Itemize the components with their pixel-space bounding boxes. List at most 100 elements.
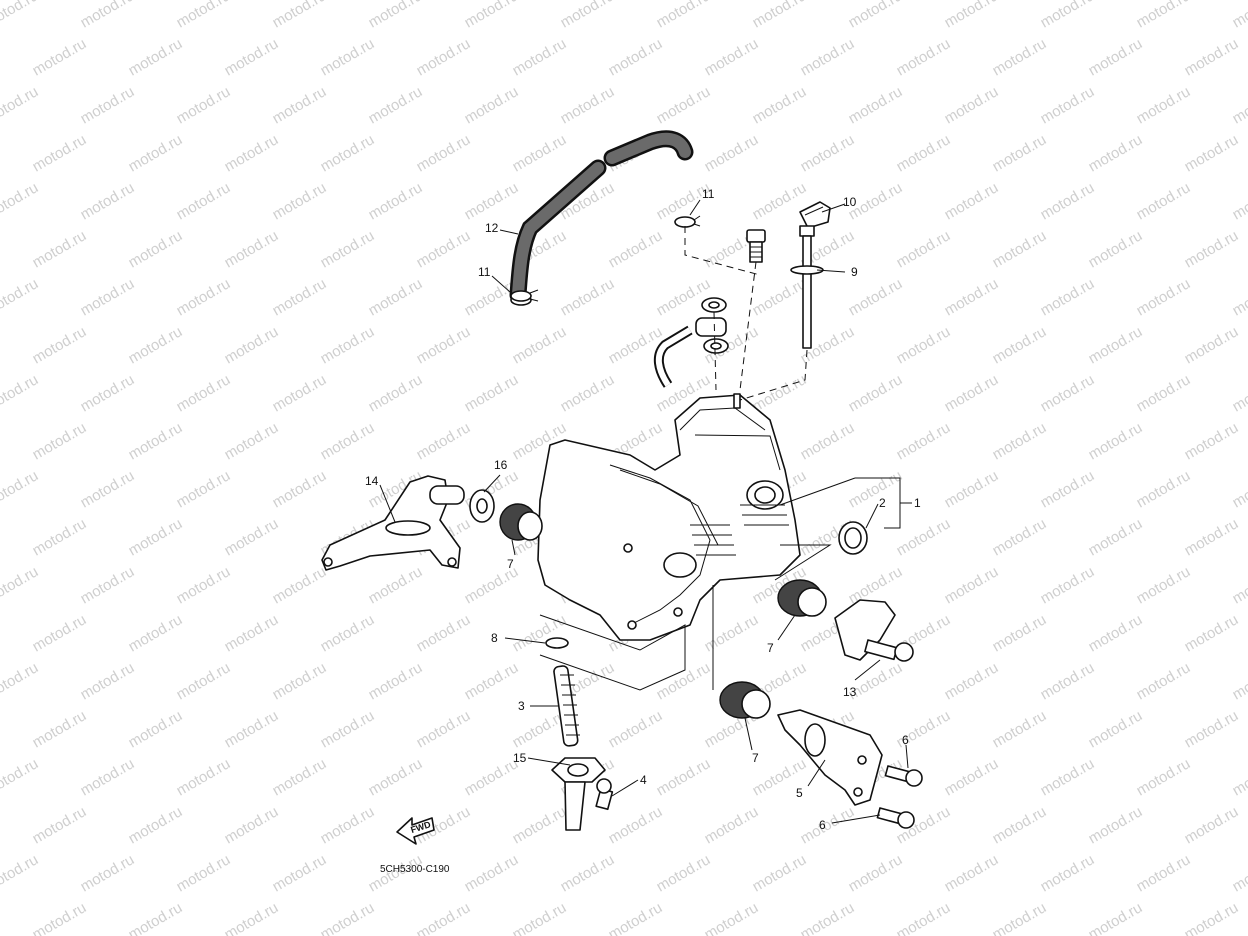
watermark-text: motod.ru bbox=[270, 371, 330, 415]
watermark-text: motod.ru bbox=[222, 35, 282, 79]
watermark-text: motod.ru bbox=[30, 515, 90, 559]
watermark-text: motod.ru bbox=[366, 755, 426, 799]
watermark-text: motod.ru bbox=[750, 371, 810, 415]
watermark-text: motod.ru bbox=[126, 707, 186, 751]
watermark-text: motod.ru bbox=[1230, 659, 1248, 703]
watermark-text: motod.ru bbox=[846, 371, 906, 415]
watermark-text: motod.ru bbox=[1086, 419, 1146, 463]
watermark-text: motod.ru bbox=[846, 467, 906, 511]
watermark-text: motod.ru bbox=[1038, 0, 1098, 31]
watermark-text: motod.ru bbox=[1134, 275, 1194, 319]
assembly-lines bbox=[684, 226, 808, 401]
watermark-text: motod.ru bbox=[30, 131, 90, 175]
watermark-text: motod.ru bbox=[270, 0, 330, 31]
watermark-text: motod.ru bbox=[606, 707, 666, 751]
watermark-text: motod.ru bbox=[270, 179, 330, 223]
watermark-text: motod.ru bbox=[942, 851, 1002, 895]
callout-4: 4 bbox=[640, 773, 647, 787]
callout-6-upper: 6 bbox=[902, 733, 909, 747]
watermark-text: motod.ru bbox=[78, 0, 138, 31]
watermark-text: motod.ru bbox=[270, 467, 330, 511]
watermark-text: motod.ru bbox=[1230, 851, 1248, 895]
watermark-text: motod.ru bbox=[0, 659, 41, 703]
watermark-text: motod.ru bbox=[126, 803, 186, 847]
watermark-text: motod.ru bbox=[1086, 227, 1146, 271]
watermark-text: motod.ru bbox=[270, 659, 330, 703]
watermark-text: motod.ru bbox=[30, 803, 90, 847]
watermark-text: motod.ru bbox=[990, 323, 1050, 367]
watermark-text: motod.ru bbox=[222, 899, 282, 936]
group-brackets bbox=[539, 477, 912, 691]
watermark-text: motod.ru bbox=[990, 515, 1050, 559]
watermark-text: motod.ru bbox=[174, 275, 234, 319]
strainer-pipe-part bbox=[553, 665, 580, 747]
watermark-text: motod.ru bbox=[654, 83, 714, 127]
watermark-text: motod.ru bbox=[462, 659, 522, 703]
watermark-text: motod.ru bbox=[558, 83, 618, 127]
watermark-text: motod.ru bbox=[1182, 899, 1242, 936]
watermark-text: motod.ru bbox=[270, 755, 330, 799]
watermark-text: motod.ru bbox=[126, 227, 186, 271]
watermark-text: motod.ru bbox=[654, 275, 714, 319]
watermark-text: motod.ru bbox=[990, 611, 1050, 655]
watermark-text: motod.ru bbox=[654, 659, 714, 703]
watermark-text: motod.ru bbox=[1230, 371, 1248, 415]
watermark-text: motod.ru bbox=[798, 131, 858, 175]
watermark-text: motod.ru bbox=[510, 803, 570, 847]
watermark-text: motod.ru bbox=[702, 131, 762, 175]
watermark-text: motod.ru bbox=[942, 467, 1002, 511]
dipstick-part bbox=[790, 201, 831, 349]
watermark-text: motod.ru bbox=[1182, 611, 1242, 655]
watermark-text: motod.ru bbox=[894, 131, 954, 175]
watermark-text: motod.ru bbox=[654, 851, 714, 895]
watermark-text: motod.ru bbox=[174, 0, 234, 31]
watermark-text: motod.ru bbox=[270, 275, 330, 319]
watermark-text: motod.ru bbox=[1038, 371, 1098, 415]
watermark-text: motod.ru bbox=[270, 563, 330, 607]
watermark-text: motod.ru bbox=[510, 35, 570, 79]
watermark-text: motod.ru bbox=[1038, 179, 1098, 223]
watermark-text: motod.ru bbox=[318, 323, 378, 367]
watermark-text: motod.ru bbox=[414, 35, 474, 79]
watermark-text: motod.ru bbox=[1038, 275, 1098, 319]
watermark-text: motod.ru bbox=[0, 467, 41, 511]
watermark-text: motod.ru bbox=[1230, 0, 1248, 31]
watermark-text: motod.ru bbox=[942, 659, 1002, 703]
watermark-text: motod.ru bbox=[126, 899, 186, 936]
watermark-text: motod.ru bbox=[222, 803, 282, 847]
watermark-text: motod.ru bbox=[894, 419, 954, 463]
watermark-text: motod.ru bbox=[894, 227, 954, 271]
damper-mid-part bbox=[777, 579, 827, 617]
watermark-text: motod.ru bbox=[30, 707, 90, 751]
callout-10: 10 bbox=[843, 195, 857, 209]
crankcase-cover-part bbox=[537, 393, 801, 641]
watermark-text: motod.ru bbox=[318, 611, 378, 655]
watermark-text: motod.ru bbox=[1134, 851, 1194, 895]
watermark-text: motod.ru bbox=[990, 419, 1050, 463]
watermark-text: motod.ru bbox=[510, 899, 570, 936]
callout-7-mid: 7 bbox=[767, 641, 774, 655]
flange-screw-part bbox=[595, 778, 614, 811]
watermark-text: motod.ru bbox=[750, 83, 810, 127]
watermark-text: motod.ru bbox=[990, 131, 1050, 175]
watermark-text: motod.ru bbox=[510, 131, 570, 175]
watermark-text: motod.ru bbox=[1086, 803, 1146, 847]
watermark-text: motod.ru bbox=[654, 755, 714, 799]
watermark-text: motod.ru bbox=[1182, 227, 1242, 271]
watermark-text: motod.ru bbox=[798, 899, 858, 936]
watermark-text: motod.ru bbox=[606, 35, 666, 79]
watermark-text: motod.ru bbox=[30, 899, 90, 936]
watermark-text: motod.ru bbox=[270, 851, 330, 895]
watermark-text: motod.ru bbox=[558, 851, 618, 895]
watermark-text: motod.ru bbox=[942, 371, 1002, 415]
watermark-text: motod.ru bbox=[366, 83, 426, 127]
watermark-text: motod.ru bbox=[78, 755, 138, 799]
watermark-text: motod.ru bbox=[174, 755, 234, 799]
watermark-text: motod.ru bbox=[1134, 83, 1194, 127]
watermark-text: motod.ru bbox=[78, 467, 138, 511]
watermark-text: motod.ru bbox=[78, 179, 138, 223]
callout-7-left: 7 bbox=[507, 557, 514, 571]
hose-clip-upper-part bbox=[674, 215, 701, 228]
o-ring-part bbox=[545, 637, 569, 649]
watermark-text: motod.ru bbox=[0, 275, 41, 319]
